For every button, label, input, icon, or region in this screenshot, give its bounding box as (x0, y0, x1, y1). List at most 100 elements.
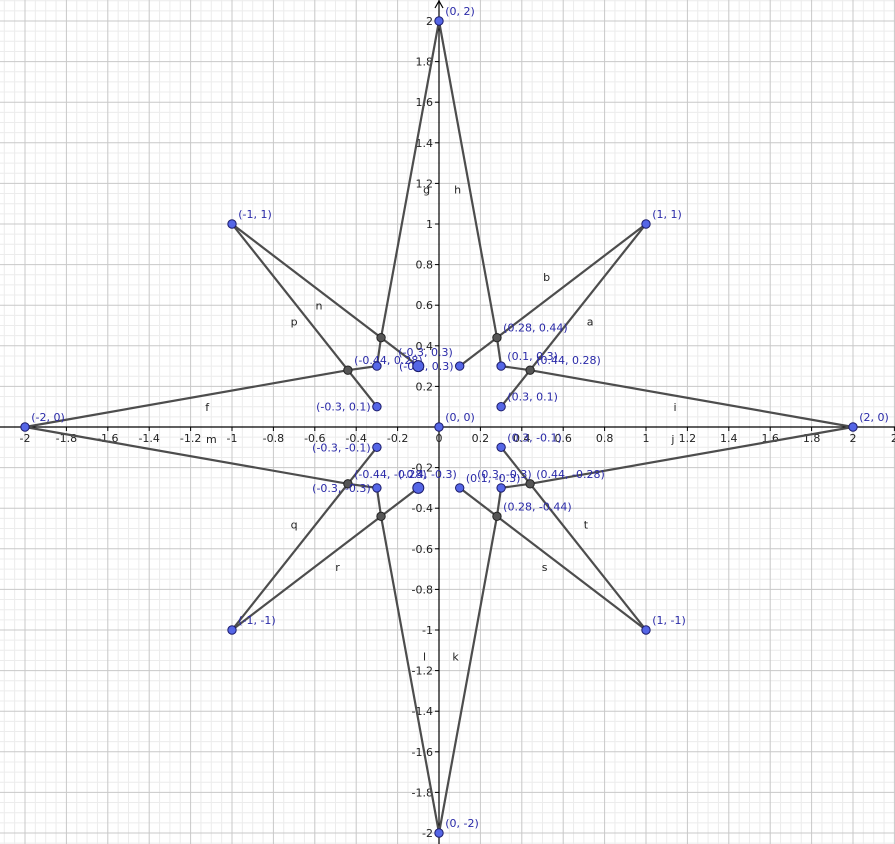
star-segment (495, 486, 503, 518)
y-tick-label: -1.4 (412, 705, 433, 718)
intersection-point-label: (0.28, -0.44) (503, 500, 572, 513)
intersection-point-label: (0.44, -0.28) (536, 468, 605, 481)
x-tick-label: 1.4 (720, 432, 738, 445)
free-point-label: (-0.4, -0.3) (398, 468, 457, 481)
x-tick-label: 0.2 (472, 432, 490, 445)
free-point-label: (-2, 0) (31, 411, 65, 424)
y-tick-label: -0.2 (412, 462, 433, 475)
free-point (372, 402, 382, 412)
segment-label-b: b (543, 271, 550, 284)
y-tick-label: -0.8 (412, 583, 433, 596)
segment-label-t: t (584, 519, 589, 532)
y-tick-label: 1.8 (416, 56, 434, 69)
y-axis-arrow-icon (434, 0, 444, 9)
y-tick-label: 0.8 (416, 259, 434, 272)
free-point (372, 483, 382, 493)
free-point-label: (-0.3, 0.3) (398, 346, 453, 359)
star-segment (528, 369, 855, 429)
segment-label-j: j (670, 433, 674, 446)
star-segment (379, 515, 441, 835)
segment-label-a: a (587, 316, 594, 329)
segment-label-l: l (423, 650, 426, 663)
free-point-label: (0.3, -0.3) (477, 468, 532, 481)
y-tick-label: 0.4 (416, 340, 434, 353)
free-point-label: (0, 0) (445, 411, 475, 424)
free-point-label: (-0.3, -0.1) (312, 441, 371, 454)
star-segment (230, 486, 420, 632)
free-point-label: (0.1, -0.3) (466, 472, 521, 485)
free-point-label: (0, 2) (445, 5, 475, 18)
intersection-point (343, 365, 353, 375)
segment-label-p: p (291, 316, 298, 329)
x-tick-label: 0 (436, 432, 443, 445)
free-point (455, 361, 465, 371)
x-tick-label: 2 (891, 432, 895, 445)
y-tick-label: 1 (426, 218, 433, 231)
free-point (372, 361, 382, 371)
y-tick-label: -1.2 (412, 665, 433, 678)
star-segment (495, 336, 503, 368)
x-tick-label: 0.8 (596, 432, 614, 445)
y-tick-label: -0.4 (412, 502, 433, 515)
intersection-point-label: (0.28, 0.44) (503, 322, 568, 335)
free-point (455, 483, 465, 493)
intersection-point-label: (0.44, 0.28) (536, 354, 601, 367)
free-point-label: (0.1, 0.3) (507, 350, 558, 363)
star-segment (500, 365, 532, 372)
free-point-label: (-1, 1) (238, 208, 272, 221)
y-tick-label: -1.8 (412, 786, 433, 799)
intersection-point-label: (-0.44, -0.28) (354, 468, 427, 481)
x-tick-label: -1.2 (180, 432, 201, 445)
free-point (641, 219, 651, 229)
free-point (372, 442, 382, 452)
segment-label-n: n (315, 299, 322, 312)
free-point (496, 361, 506, 371)
star-segment (23, 425, 350, 485)
intersection-point (376, 511, 386, 522)
star-segment (375, 336, 383, 368)
intersection-point (343, 479, 353, 489)
y-tick-label: -1 (422, 624, 433, 637)
x-tick-label: -1.4 (138, 432, 159, 445)
free-point (848, 422, 858, 432)
free-point (641, 625, 651, 635)
free-point (496, 402, 506, 412)
star-segment (500, 446, 648, 632)
free-point-label: (-0.1, 0.3) (399, 360, 454, 373)
y-tick-label: 1.2 (416, 177, 434, 190)
segment-label-m: m (206, 433, 217, 446)
y-tick-label: -0.6 (412, 543, 433, 556)
points: (0.28, 0.44)(0.44, 0.28)(-0.44, 0.28)(0.… (20, 5, 889, 838)
star-segment (346, 365, 378, 372)
intersection-point (525, 479, 535, 489)
y-tick-label: 2 (426, 15, 433, 28)
free-point-label: (1, -1) (652, 614, 686, 627)
free-point (412, 360, 425, 373)
x-tick-label: 0.6 (554, 432, 572, 445)
x-tick-label: -0.2 (387, 432, 408, 445)
free-point-label: (-0.3, 0.1) (316, 401, 371, 414)
y-tick-label: 0.6 (416, 299, 434, 312)
free-point-label: (0.3, 0.1) (507, 391, 558, 404)
free-point (412, 481, 425, 494)
segment-label-h: h (454, 184, 461, 197)
star-segment (528, 425, 855, 485)
segment-label-s: s (542, 561, 548, 574)
star-segment (346, 482, 378, 489)
intersection-point (525, 365, 535, 375)
star-segment (23, 369, 350, 429)
free-point (227, 219, 237, 229)
star-segment (500, 482, 532, 489)
intersection-point (376, 332, 386, 343)
star-segment (379, 19, 441, 339)
star-segment (230, 222, 420, 368)
free-point-label: (0, -2) (445, 817, 479, 830)
x-tick-label: -1 (227, 432, 238, 445)
free-point-label: (-0.3, -0.3) (312, 482, 371, 495)
free-point-label: (2, 0) (859, 411, 889, 424)
free-point (496, 442, 506, 452)
x-tick-label: 1.2 (679, 432, 697, 445)
